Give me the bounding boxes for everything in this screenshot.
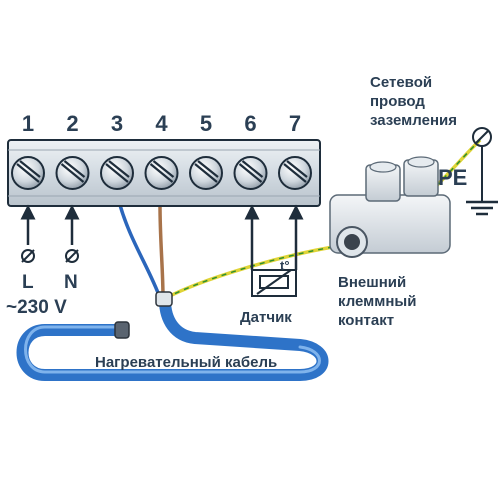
wire-brown bbox=[158, 204, 165, 299]
terminal-number-6: 6 bbox=[244, 111, 256, 136]
terminal-screw-7 bbox=[278, 156, 312, 190]
external-contact-label-line-1: Внешний bbox=[338, 274, 406, 291]
sensor-temp-symbol: t° bbox=[280, 258, 290, 273]
pe-label: PE bbox=[438, 165, 467, 190]
wire-shield bbox=[165, 243, 346, 300]
heating-cable-highlight bbox=[24, 325, 321, 374]
thermistor-diagonal bbox=[256, 269, 292, 295]
terminal-screw-4 bbox=[144, 156, 179, 190]
terminal-screw-6 bbox=[233, 156, 268, 190]
heating-cable-label: Нагревательный кабель bbox=[95, 354, 277, 371]
phase-label: L bbox=[22, 272, 34, 293]
ground-wire-label-line-3: заземления bbox=[370, 112, 457, 129]
external-clamp-connector bbox=[329, 156, 451, 258]
terminal-number-2: 2 bbox=[66, 111, 78, 136]
ground-wire-label-line-1: Сетевой bbox=[370, 74, 432, 91]
cable-sleeve bbox=[155, 291, 173, 307]
ground-wire-label-line-2: провод bbox=[370, 93, 425, 110]
terminal-number-3: 3 bbox=[111, 111, 123, 136]
terminal-number-5: 5 bbox=[200, 111, 212, 136]
external-contact-label-line-2: клеммный bbox=[338, 293, 416, 310]
neutral-label: N bbox=[64, 272, 78, 293]
terminal-number-7: 7 bbox=[289, 111, 301, 136]
terminal-screw-1 bbox=[11, 156, 45, 190]
sensor-label: Датчик bbox=[240, 309, 292, 326]
terminal-number-4: 4 bbox=[155, 111, 168, 136]
neutral-terminal-symbol bbox=[65, 249, 79, 263]
phase-terminal-symbol bbox=[21, 249, 35, 263]
voltage-label: ~230 V bbox=[6, 297, 67, 318]
terminal-screw-5 bbox=[189, 156, 223, 190]
terminal-screw-3 bbox=[100, 156, 134, 190]
wire-blue bbox=[118, 204, 162, 299]
terminal-screw-2 bbox=[55, 156, 90, 190]
sensor-box bbox=[251, 269, 297, 297]
terminal-number-1: 1 bbox=[22, 111, 34, 136]
ground-icon bbox=[466, 200, 498, 216]
cable-end-cap bbox=[114, 321, 130, 339]
external-contact-label-line-3: контакт bbox=[338, 312, 394, 329]
heating-cable bbox=[16, 294, 329, 381]
